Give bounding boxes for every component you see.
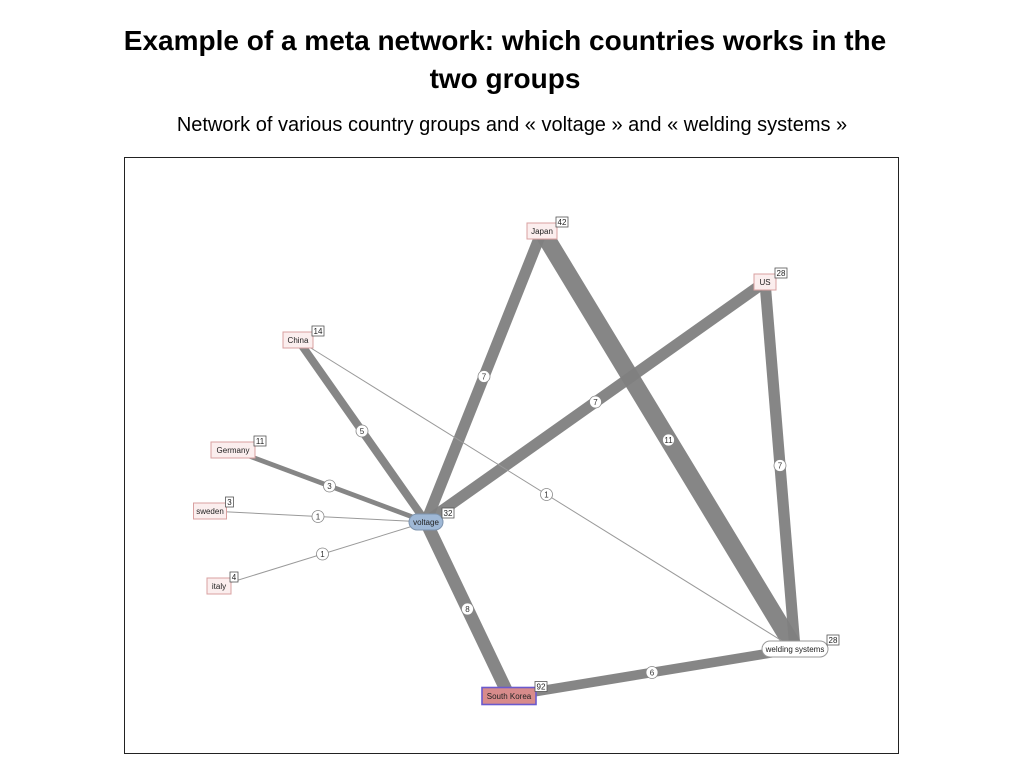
node-japan[interactable]: Japan 42	[526, 216, 569, 240]
node-label: Germany	[217, 446, 250, 455]
node-count: 3	[227, 498, 232, 507]
edge-weight-badge	[316, 547, 329, 561]
node-germany[interactable]: Germany 11	[210, 435, 267, 459]
edge-weight-badge	[323, 479, 336, 493]
node-box[interactable]	[753, 273, 777, 291]
node-label: China	[288, 336, 309, 345]
node-count-badge	[555, 216, 569, 228]
edge-weight-text: 11	[664, 436, 673, 445]
node-count-badge	[441, 507, 455, 519]
edge-weight-label: 11	[662, 433, 675, 447]
node-korea[interactable]: South Korea 92	[481, 681, 548, 706]
edge-weight-badge	[355, 424, 369, 438]
node-voltage[interactable]: voltage 32	[408, 507, 455, 531]
edge-weight-label: 1	[316, 547, 329, 561]
slide-subtitle: Network of various country groups and « …	[176, 114, 848, 136]
edge-weight-badge	[477, 370, 491, 383]
edge-weight-label: 5	[355, 424, 369, 438]
node-welding[interactable]: welding systems 28	[761, 634, 840, 658]
edge-weight-text: 6	[650, 669, 655, 678]
edge-weight-label: 1	[311, 510, 325, 523]
node-box[interactable]	[408, 513, 444, 531]
edge-weight-label: 7	[773, 459, 787, 472]
edge-weight-badge	[461, 602, 474, 616]
node-label: welding systems	[765, 645, 825, 654]
edge-weight-text: 8	[465, 605, 470, 614]
network-diagram: 711775131186Japan42US28China14Germany11s…	[193, 216, 840, 706]
edge-weight-badge	[540, 488, 553, 501]
edge-weight-text: 7	[778, 462, 783, 471]
edge-weight-badge	[662, 433, 675, 447]
edge-weight-text: 1	[544, 491, 549, 500]
node-label: sweden	[196, 507, 224, 516]
node-china[interactable]: China 14	[282, 325, 325, 349]
node-count-badge	[253, 435, 267, 447]
node-label: voltage	[413, 518, 439, 527]
node-count-badge	[774, 267, 788, 279]
node-label: US	[759, 278, 770, 287]
node-box[interactable]	[206, 577, 232, 595]
node-count: 4	[232, 573, 237, 582]
edge-weight-badge	[311, 510, 325, 523]
edge-weight-text: 5	[360, 427, 365, 436]
node-count: 28	[777, 269, 786, 278]
edge-weight-label: 6	[645, 666, 659, 679]
node-count-badge	[826, 634, 840, 646]
node-count-badge	[229, 571, 239, 583]
node-us[interactable]: US 28	[753, 267, 788, 291]
node-box[interactable]	[193, 502, 227, 520]
edge-weight-badge	[589, 395, 602, 409]
node-box[interactable]	[526, 222, 558, 240]
node-box[interactable]	[282, 331, 314, 349]
node-label: South Korea	[487, 692, 532, 701]
edge-weight-label: 1	[540, 488, 553, 501]
edge-weight-text: 7	[593, 398, 598, 407]
node-label: italy	[212, 582, 226, 591]
edge-weight-badge	[645, 666, 659, 679]
edge-weight-text: 7	[482, 373, 487, 382]
node-italy[interactable]: italy 4	[206, 571, 239, 595]
edge-weight-label: 7	[589, 395, 602, 409]
node-count: 28	[829, 636, 838, 645]
edge-layer	[209, 226, 803, 701]
node-count-badge	[534, 681, 548, 692]
edge-weight-label: 7	[477, 370, 491, 383]
edge-weight-badge	[773, 459, 787, 472]
edge-weight-text: 1	[316, 513, 321, 522]
node-count: 14	[314, 327, 323, 336]
node-count-badge	[311, 325, 325, 337]
node-count: 92	[537, 683, 546, 692]
node-label: Japan	[531, 227, 553, 236]
edge-weight-label: 8	[461, 602, 474, 616]
edge-weight-text: 3	[327, 482, 332, 491]
node-box[interactable]	[210, 441, 256, 459]
edge-weight-label: 3	[323, 479, 336, 493]
node-count: 32	[444, 509, 453, 518]
edge-weight-text: 1	[320, 550, 325, 559]
node-count-badge	[225, 496, 234, 508]
node-count: 42	[558, 218, 567, 227]
node-box[interactable]	[481, 686, 537, 706]
slide-title: Example of a meta network: which countri…	[123, 25, 887, 94]
node-layer: Japan42US28China14Germany11sweden3italy4…	[193, 216, 840, 706]
node-box[interactable]	[761, 640, 829, 658]
node-count: 11	[256, 437, 265, 446]
